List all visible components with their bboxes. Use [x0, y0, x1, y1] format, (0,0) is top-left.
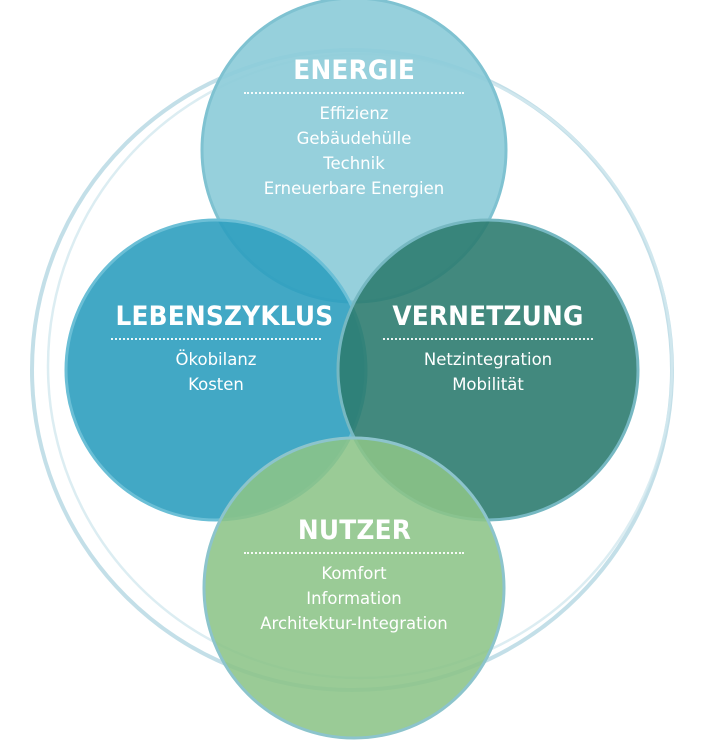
energie-item: Effizienz — [319, 104, 389, 123]
nutzer-item: Architektur-Integration — [260, 614, 448, 633]
lebenszyklus-section: LEBENSZYKLUS Ökobilanz Kosten — [106, 300, 333, 397]
energie-items: Effizienz Gebäudehülle Technik Erneuerba… — [244, 101, 464, 201]
energie-item: Technik — [323, 154, 385, 173]
energie-divider — [244, 92, 464, 94]
energie-section: ENERGIE Effizienz Gebäudehülle Technik E… — [244, 54, 464, 201]
energie-item: Gebäudehülle — [296, 129, 412, 148]
lebenszyklus-item: Kosten — [188, 375, 244, 394]
nutzer-items: Komfort Information Architektur-Integrat… — [239, 561, 469, 636]
nutzer-section: NUTZER Komfort Information Architektur-I… — [239, 514, 469, 636]
nutzer-item: Komfort — [321, 564, 387, 583]
vernetzung-divider — [383, 338, 593, 340]
vernetzung-item: Netzintegration — [423, 350, 553, 369]
vernetzung-section: VERNETZUNG Netzintegration Mobilität — [378, 300, 598, 397]
lebenszyklus-items: Ökobilanz Kosten — [106, 347, 326, 397]
lebenszyklus-title: LEBENSZYKLUS — [115, 301, 334, 332]
energie-item: Erneuerbare Energien — [263, 179, 445, 198]
nutzer-title: NUTZER — [297, 515, 411, 546]
energie-title: ENERGIE — [293, 55, 415, 86]
nutzer-item: Information — [306, 589, 402, 608]
vernetzung-item: Mobilität — [452, 375, 524, 394]
circle-nutzer — [202, 436, 506, 740]
nutzer-divider — [244, 552, 464, 554]
vernetzung-title: VERNETZUNG — [392, 301, 584, 332]
vernetzung-items: Netzintegration Mobilität — [378, 347, 598, 397]
lebenszyklus-divider — [111, 338, 321, 340]
lebenszyklus-item: Ökobilanz — [175, 350, 257, 369]
